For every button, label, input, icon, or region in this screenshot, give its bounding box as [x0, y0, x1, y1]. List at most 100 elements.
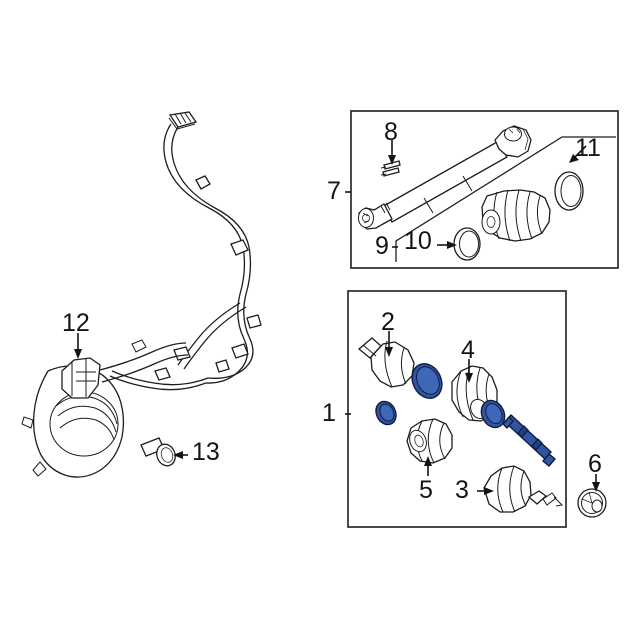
callout-4: 4: [461, 336, 475, 364]
shaft-bar-band-1: [517, 425, 529, 438]
callout-1: 1: [322, 399, 336, 427]
arrow-11-head: [569, 154, 579, 163]
intermediate-shaft-assembly: [358, 125, 587, 261]
ring-10-inner: [459, 230, 479, 258]
clamp-tail-2: [380, 173, 387, 176]
mounting-bolt: [140, 437, 176, 467]
shaft-left-slot-b: [363, 220, 370, 224]
sensor-tab-left: [21, 416, 34, 429]
shaft-bar-band-2: [531, 438, 543, 451]
arrow-6-head: [592, 482, 600, 492]
boot-small-bore: [486, 216, 496, 228]
bolt-head: [156, 443, 176, 467]
harness-cable-inner: [171, 126, 254, 379]
joint3-rib-2: [509, 465, 516, 513]
boot-sub-region-outline: [395, 136, 616, 262]
sensor-bore-arc-3: [59, 417, 115, 441]
connector-rib-2: [179, 112, 187, 124]
sensor-arm-lower: [101, 354, 189, 383]
sensor-bore-arc-1: [55, 395, 118, 425]
ring-10-outer: [453, 227, 481, 261]
shaft-right-face: [504, 126, 522, 142]
tripod-stub-edge: [362, 344, 377, 357]
callout-7: 7: [327, 177, 341, 205]
joint3-rib-3: [520, 470, 527, 507]
arrow-10-head: [447, 241, 457, 249]
nut-bore: [591, 499, 603, 513]
boot-rib-5: [536, 195, 543, 235]
shaft-seam-b: [462, 175, 473, 192]
joint3-stub: [527, 490, 548, 505]
cv-boot-bellows-upper: [481, 189, 551, 242]
callout-12: 12: [62, 309, 90, 337]
inner-cv-boot: [406, 418, 453, 464]
nut-inner: [581, 492, 603, 514]
callout-11: 11: [575, 134, 601, 162]
arrow-12-head: [74, 349, 82, 359]
boot-rib-4: [526, 191, 533, 240]
front-axle-shaft-assembly: [357, 337, 564, 513]
callout-9: 9: [375, 232, 389, 260]
shaft-left-face: [358, 208, 374, 228]
bracket-hole: [76, 371, 96, 382]
arrow-4-head: [465, 373, 473, 383]
sensor-arm-upper: [99, 342, 187, 371]
callout-10: 10: [404, 227, 432, 255]
sensor-tab-bottom: [32, 461, 47, 477]
callout-3: 3: [455, 476, 469, 504]
shaft-seal-ring: [554, 171, 584, 211]
shaft-seam-a: [423, 197, 434, 214]
boot-rib-3: [515, 189, 522, 242]
harness-clip-4: [231, 343, 249, 359]
sensor-bore-arc-2: [57, 405, 117, 433]
shaft-right-notch-a: [508, 128, 514, 134]
sensor-housing-bore: [49, 391, 119, 457]
connector-rib-1: [174, 113, 182, 125]
boot5-rib-2: [427, 418, 435, 464]
arrow-13-head: [173, 451, 183, 459]
joint3-spline: [542, 492, 557, 506]
blue-collar-face: [485, 403, 503, 425]
harness-clip-3: [246, 314, 262, 329]
blue-ring-large-face: [416, 366, 440, 395]
arrow-5-head: [424, 456, 432, 466]
connector-rib-3: [184, 112, 192, 123]
abs-wheel-speed-sensor-harness: [21, 111, 262, 478]
callout-8: 8: [384, 118, 398, 146]
callout-2: 2: [381, 308, 395, 336]
outer-cv-joint: [483, 465, 564, 513]
arrow-2-head: [385, 347, 393, 357]
shaft-right-edge: [522, 128, 529, 151]
boot5-rib-3: [439, 422, 446, 460]
sensor-arm-tip: [131, 339, 147, 353]
harness-lower-a: [109, 375, 207, 391]
tripod-seam-b: [400, 347, 407, 385]
tripod-bearing-ring: [411, 362, 443, 400]
boot-retaining-ring: [453, 227, 481, 261]
shaft-bar-end-left: [502, 415, 514, 430]
tripod-seam-a: [384, 340, 393, 388]
axle-shaft-bar: [502, 413, 556, 467]
nut-face-a: [581, 498, 593, 504]
boot-collar-ring: [480, 399, 506, 429]
small-seal-ring: [375, 400, 397, 426]
shaft-left-collar: [380, 202, 391, 214]
bolt-head-ring: [160, 447, 174, 463]
boot-clamp-part: [380, 160, 401, 177]
arrow-8-head: [388, 155, 396, 165]
shaft-bar-end-right: [542, 453, 556, 467]
boot-rib-2: [504, 189, 511, 242]
shaft-left-slot-a: [362, 212, 369, 217]
harness-clip-6: [215, 359, 230, 373]
shaft-right-notch-b: [516, 128, 521, 134]
boot4-rib-1: [456, 370, 464, 418]
harness-cable-outer: [163, 123, 249, 384]
blue-ring-small-face: [379, 403, 395, 422]
boot5-bore: [414, 434, 424, 448]
harness-clip-7: [154, 367, 171, 381]
boot-small-end: [481, 209, 501, 235]
callout-6: 6: [588, 450, 602, 478]
nut-face-b: [588, 491, 593, 504]
